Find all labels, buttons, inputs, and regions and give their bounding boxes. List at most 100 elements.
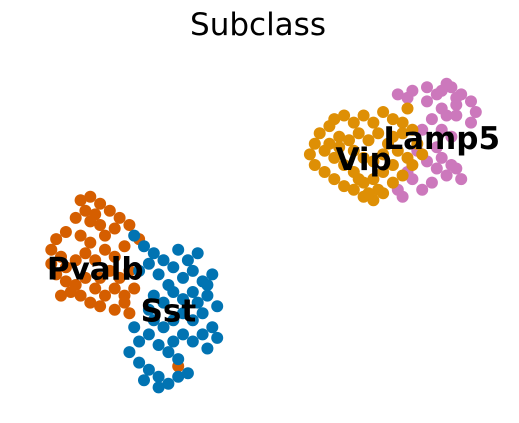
point-pvalb <box>50 268 63 281</box>
point-sst <box>211 331 224 344</box>
point-pvalb <box>123 307 136 320</box>
point-pvalb <box>128 282 141 295</box>
point-lamp5 <box>435 151 448 164</box>
point-vip <box>386 159 399 171</box>
point-sst <box>157 296 170 309</box>
point-lamp5 <box>421 95 433 108</box>
point-pvalb <box>59 275 72 288</box>
point-sst <box>181 254 194 267</box>
point-lamp5 <box>416 183 429 196</box>
point-sst <box>191 296 204 309</box>
point-sst <box>128 321 141 334</box>
point-lamp5 <box>455 173 468 186</box>
point-sst <box>181 367 194 380</box>
point-vip <box>372 127 385 140</box>
point-vip <box>377 106 390 118</box>
point-lamp5 <box>435 123 448 136</box>
point-pvalb <box>79 204 92 217</box>
point-sst <box>142 257 155 270</box>
point-sst <box>157 321 170 334</box>
point-vip <box>357 109 370 122</box>
point-lamp5 <box>440 109 453 122</box>
point-lamp5 <box>465 95 477 108</box>
point-sst <box>152 339 165 351</box>
point-sst <box>206 268 219 281</box>
point-sst <box>177 307 189 320</box>
point-pvalb <box>99 289 111 302</box>
point-vip <box>406 123 419 136</box>
point-vip <box>308 137 321 150</box>
point-sst <box>177 328 189 341</box>
point-lamp5 <box>425 113 438 126</box>
point-sst <box>186 335 199 348</box>
cluster-label-pvalb: Pvalb <box>47 251 144 287</box>
point-vip <box>313 127 326 140</box>
point-sst <box>162 377 175 390</box>
cluster-label-vip: Vip <box>335 142 391 178</box>
point-pvalb <box>55 289 67 302</box>
point-sst <box>138 240 150 253</box>
point-pvalb <box>45 243 58 256</box>
point-sst <box>147 314 160 327</box>
point-vip <box>396 116 409 129</box>
point-vip <box>396 169 409 182</box>
scatter-points <box>45 77 482 394</box>
point-vip <box>362 187 375 200</box>
point-vip <box>343 134 355 147</box>
point-lamp5 <box>430 162 443 175</box>
point-vip <box>362 134 375 147</box>
cluster-label-lamp5: Lamp5 <box>383 121 500 157</box>
point-lamp5 <box>450 98 463 111</box>
point-pvalb <box>94 197 107 210</box>
point-pvalb <box>89 254 102 267</box>
point-vip <box>357 151 370 164</box>
point-pvalb <box>84 190 97 203</box>
point-sst <box>147 289 160 302</box>
point-vip <box>333 141 346 154</box>
point-pvalb <box>103 264 116 277</box>
point-pvalb <box>69 211 82 224</box>
point-sst <box>133 356 146 369</box>
point-pvalb <box>118 240 131 253</box>
point-sst <box>206 321 219 334</box>
point-pvalb <box>108 250 121 263</box>
point-lamp5 <box>416 123 429 136</box>
point-sst <box>167 335 180 348</box>
point-pvalb <box>108 222 121 235</box>
point-sst <box>172 370 185 383</box>
point-sst <box>201 289 214 302</box>
point-lamp5 <box>465 116 477 129</box>
point-pvalb <box>113 211 126 224</box>
point-vip <box>338 109 351 122</box>
point-pvalb <box>94 271 107 284</box>
point-pvalb <box>64 286 77 298</box>
point-sst <box>133 335 146 348</box>
point-sst <box>162 346 175 359</box>
point-pvalb <box>55 250 67 263</box>
point-sst <box>152 370 165 383</box>
point-lamp5 <box>469 106 482 118</box>
point-vip <box>386 176 399 189</box>
point-sst <box>142 363 155 376</box>
point-pvalb <box>50 233 63 246</box>
point-pvalb <box>69 254 82 267</box>
point-sst <box>172 353 185 366</box>
point-sst <box>123 346 136 359</box>
point-vip <box>416 148 429 161</box>
point-vip <box>338 159 351 171</box>
point-vip <box>386 113 399 126</box>
point-sst <box>196 307 209 320</box>
point-sst <box>186 286 199 298</box>
point-pvalb <box>74 194 87 207</box>
point-pvalb <box>123 264 136 277</box>
point-pvalb <box>94 219 107 231</box>
point-lamp5 <box>445 81 458 94</box>
cluster-label-sst: Sst <box>141 294 197 330</box>
point-vip <box>386 130 399 143</box>
point-vip <box>347 183 360 196</box>
point-pvalb <box>118 296 131 309</box>
point-vip <box>377 166 390 178</box>
point-vip <box>323 120 336 133</box>
point-lamp5 <box>401 91 414 104</box>
